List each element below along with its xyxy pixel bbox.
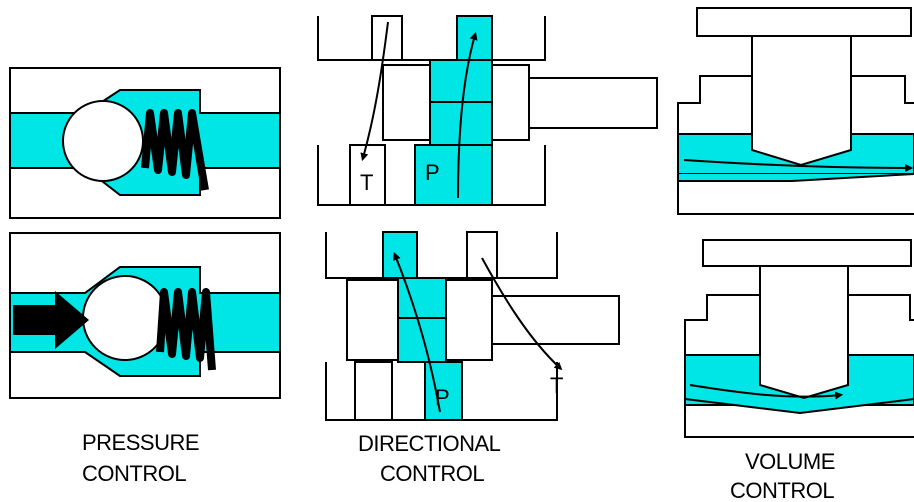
spring — [156, 288, 216, 371]
spring — [141, 109, 209, 191]
needle-stem — [759, 265, 849, 400]
directional-valve-top — [317, 15, 658, 206]
directional-valve-bottom — [325, 231, 620, 421]
volume-caption-line2: CONTROL — [730, 478, 834, 502]
pressure-caption-line1: PRESSURE — [82, 430, 199, 455]
volume-valve-bottom — [684, 239, 914, 438]
directional-caption-line2: CONTROL — [380, 461, 484, 486]
port-p-label: P — [425, 160, 440, 185]
directional-caption-line1: DIRECTIONAL — [358, 431, 501, 456]
volume-valve-top — [677, 7, 914, 215]
port-t-label: T — [360, 170, 373, 195]
port-t-label: T — [550, 373, 563, 398]
pressure-valve-closed — [9, 67, 281, 219]
pressure-caption-line2: CONTROL — [82, 461, 186, 486]
volume-caption-line1: VOLUME — [745, 449, 835, 474]
flow-arrow-icon — [13, 291, 89, 349]
check-ball — [62, 100, 144, 182]
port-p-label: P — [435, 385, 450, 410]
pressure-valve-open — [9, 232, 281, 399]
needle-stem — [751, 35, 852, 167]
check-ball — [82, 275, 168, 361]
